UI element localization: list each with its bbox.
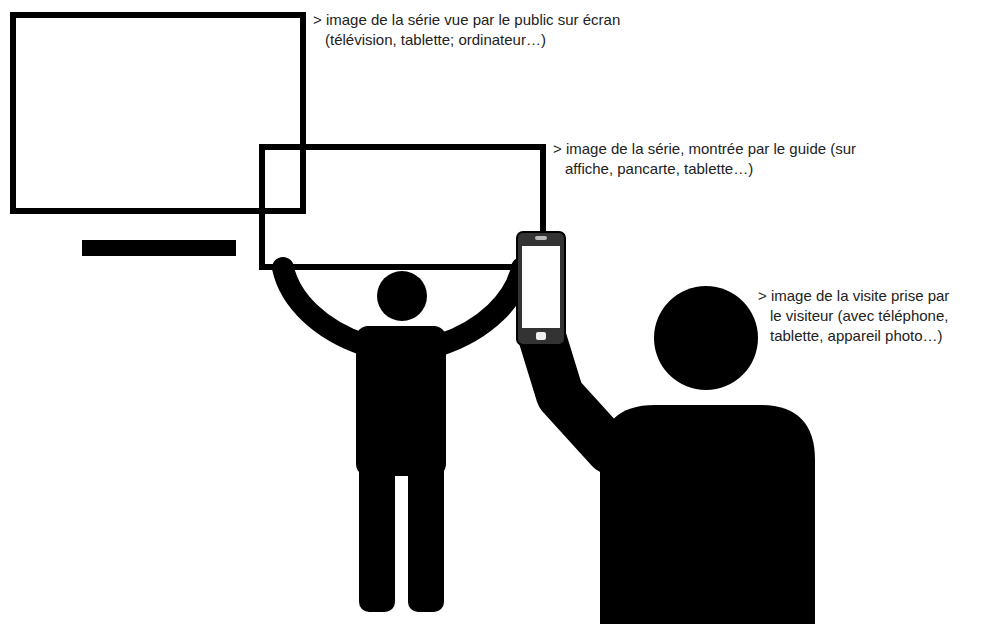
phone [517,232,565,345]
visitor-body [600,405,815,624]
phone-button [536,332,546,340]
visitor-arm [540,330,610,450]
guide-head [377,271,427,321]
callout-text: > image de la série vue par le public su… [313,10,635,50]
guide-sign [262,147,543,267]
callout-text: > image de la série, montrée par le guid… [553,139,870,179]
guide-leg [408,460,444,612]
guide-body [356,326,446,476]
phone-speaker [535,236,547,240]
guide-leg [359,460,395,612]
phone-screen [522,246,560,328]
tv-stand [82,240,236,256]
guide-arm [440,268,522,345]
visitor-head [654,286,758,390]
callout-text: > image de la visite prise par le visite… [758,286,960,346]
guide-arm [283,268,365,345]
